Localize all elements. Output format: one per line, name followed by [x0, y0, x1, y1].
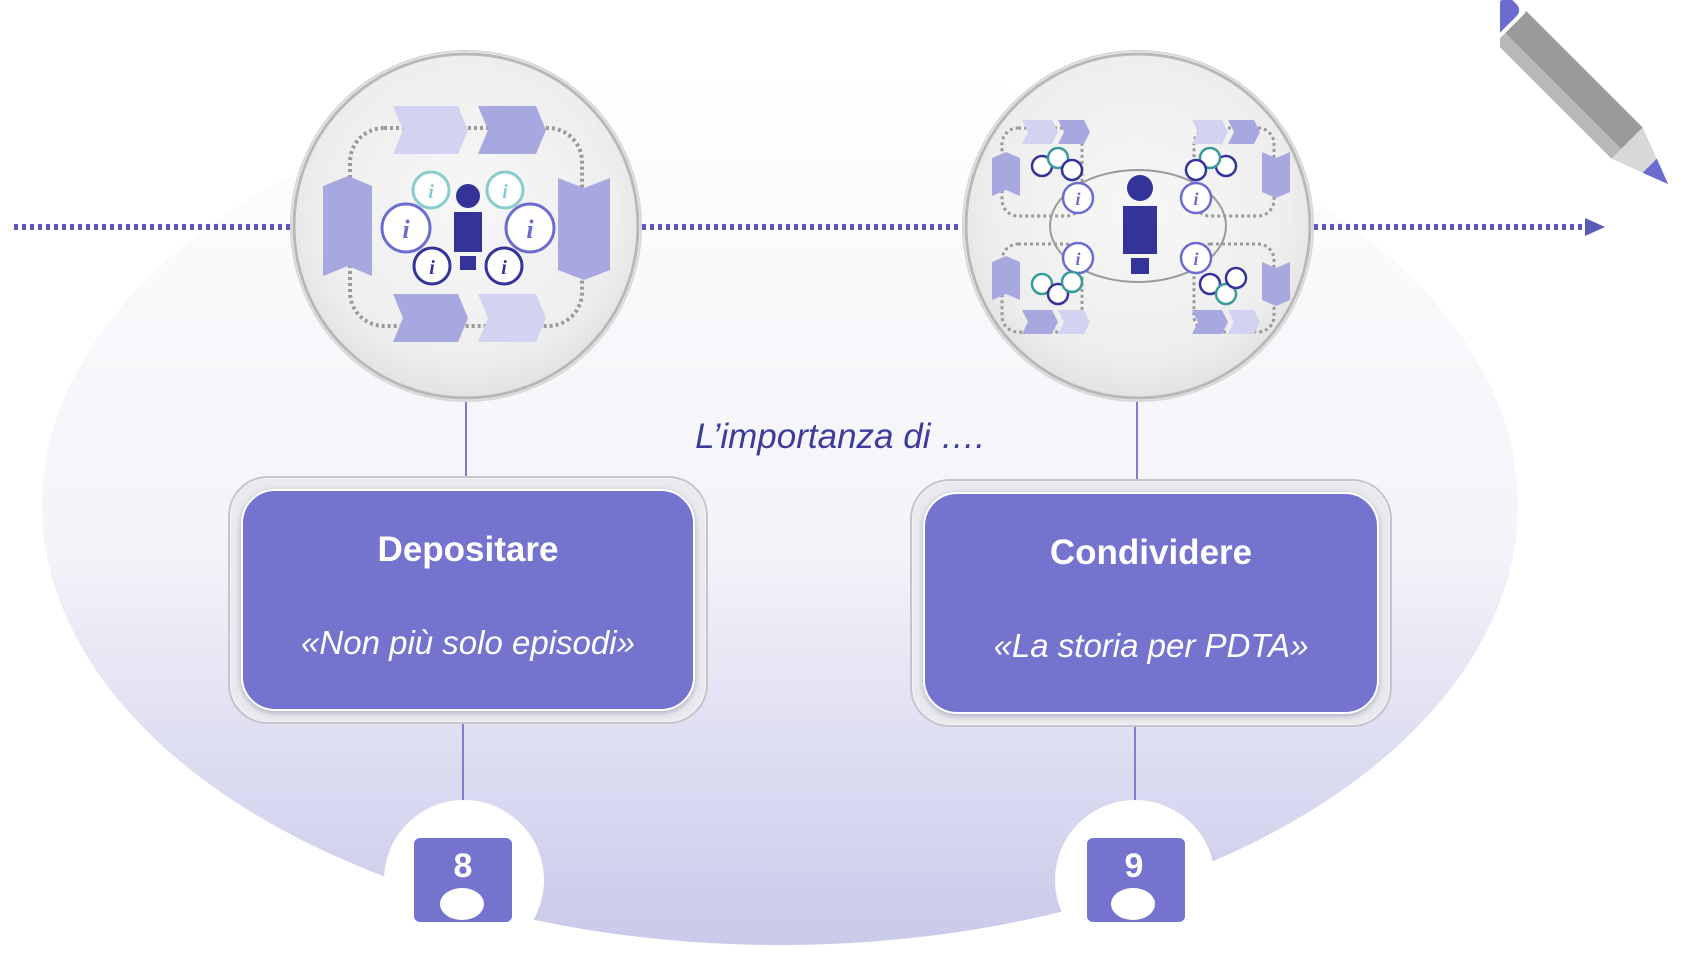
svg-text:i: i — [502, 181, 508, 203]
svg-text:i: i — [402, 215, 410, 244]
svg-text:i: i — [428, 181, 434, 203]
svg-text:i: i — [429, 257, 435, 279]
svg-text:i: i — [1193, 249, 1198, 269]
step-subtitle: «Non più solo episodi» — [301, 624, 635, 661]
step-title: Depositare — [377, 530, 559, 569]
pencil-icon — [1500, 0, 1669, 185]
step-card-depositare: Depositare «Non più solo episodi» — [228, 476, 708, 724]
multi-patient-shared-info-icon: i i i i — [962, 50, 1314, 402]
svg-text:i: i — [1193, 189, 1198, 209]
single-patient-info-flow-icon: i i i i i i — [290, 50, 642, 402]
svg-text:i: i — [526, 215, 534, 244]
step-title: Condividere — [1049, 533, 1253, 572]
step-card-inner: Condividere «La storia per PDTA» — [923, 492, 1379, 714]
svg-text:i: i — [1075, 249, 1080, 269]
step-number: 8 — [454, 847, 473, 885]
step-number: 9 — [1125, 847, 1144, 885]
svg-text:i: i — [501, 257, 507, 279]
step-number-badge-8: 8 — [384, 800, 544, 960]
step-subtitle: «La storia per PDTA» — [993, 627, 1309, 664]
importance-caption: L’importanza di …. — [0, 417, 1686, 457]
timeline-arrowhead — [1585, 218, 1605, 236]
importance-text: L’importanza di …. — [695, 417, 985, 456]
step-number-badge-9: 9 — [1055, 800, 1215, 960]
step-card-condividere: Condividere «La storia per PDTA» — [910, 479, 1392, 727]
svg-text:i: i — [1075, 189, 1080, 209]
step-card-inner: Depositare «Non più solo episodi» — [241, 489, 695, 711]
